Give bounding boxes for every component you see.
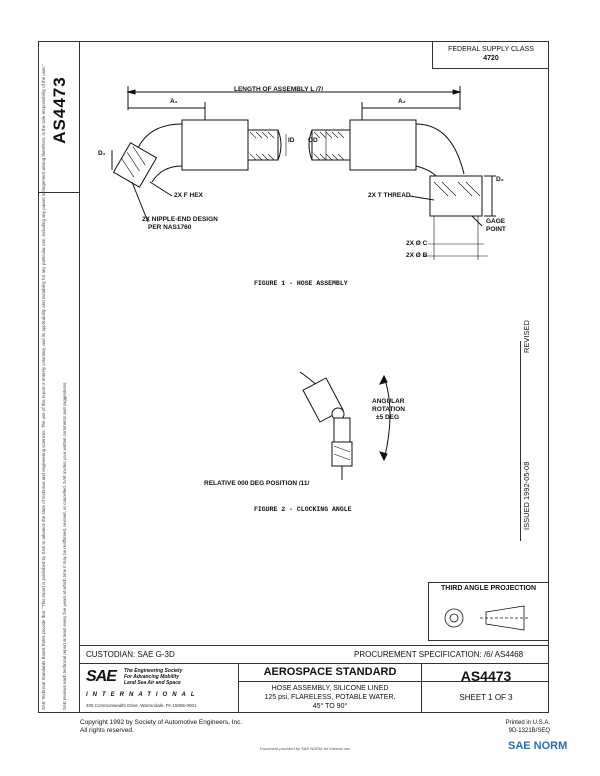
od-label: OD [308, 137, 318, 144]
rotation-label: ROTATION [372, 406, 405, 413]
revised-label: REVISED [522, 320, 531, 353]
legal-notice: SAE Technical Standards Board Rules prov… [41, 64, 46, 710]
sae-tagline-line: For Advancing Mobility [124, 674, 180, 680]
standard-title: AEROSPACE STANDARD [263, 666, 397, 678]
issued-label: ISSUED 1992-05-08 [522, 461, 531, 530]
figure1-caption: FIGURE 1 - HOSE ASSEMBLY [254, 280, 348, 287]
printed-line: Printed in U.S.A. [505, 720, 550, 726]
nipple-label-2: PER NAS1760 [148, 224, 192, 231]
part-title-line: HOSE ASSEMBLY, SILICONE LINED [271, 685, 389, 692]
document-number-title: AS4473 [460, 668, 512, 684]
a1-label: A₁ [170, 98, 178, 105]
title-block-divider [421, 663, 422, 713]
federal-supply-class-label: FEDERAL SUPPLY CLASS [448, 46, 534, 53]
gage-label: GAGE [486, 218, 506, 225]
document-number: AS4473 [50, 76, 69, 144]
d1-label: D₁ [98, 150, 106, 157]
title-block [80, 645, 549, 713]
procurement-specification: PROCUREMENT SPECIFICATION: /6/ AS4468 [354, 650, 524, 659]
sheet-number: SHEET 1 OF 3 [459, 693, 513, 702]
copyright: Copyright 1992 by Society of Automotive … [80, 719, 242, 735]
title-block-divider [238, 663, 239, 713]
federal-supply-class: FEDERAL SUPPLY CLASS 4720 [432, 41, 549, 69]
length-label: LENGTH OF ASSEMBLY L /7/ [234, 86, 324, 93]
third-angle-symbol [444, 605, 530, 631]
third-angle-box [428, 582, 549, 641]
part-title: HOSE ASSEMBLY, SILICONE LINED 125 psi, F… [240, 684, 420, 711]
left-strip [38, 41, 80, 713]
document-number-box [38, 41, 80, 193]
printed-info: Printed in U.S.A. 9D-1321B/SEQ [470, 719, 550, 735]
nipple-label: 2X NIPPLE-END DESIGN [142, 216, 218, 223]
part-title-line: 125 psi, FLARELESS, POTABLE WATER, [264, 694, 396, 701]
thread-label: 2X T THREAD [368, 192, 411, 199]
sae-tagline-line: The Engineering Society [124, 668, 183, 674]
title-block-divider [238, 681, 549, 682]
right-rule [520, 341, 521, 541]
printed-line: 9D-1321B/SEQ [508, 728, 550, 734]
tolerance-label: ±5 DEG [376, 414, 400, 421]
third-angle-label: THIRD ANGLE PROJECTION [440, 585, 537, 592]
figure1-drawing [111, 86, 496, 260]
title-block-divider [80, 663, 549, 664]
footer-notice: Document provided by SAE NORM for intern… [260, 746, 351, 751]
sae-address: 400 Commonwealth Drive, Warrendale, PA 1… [86, 703, 197, 708]
id-label: ID [288, 137, 295, 144]
angular-label: ANGULAR [372, 398, 405, 405]
custodian: CUSTODIAN: SAE G-3D [86, 650, 175, 659]
a2-label: A₂ [398, 98, 406, 105]
relative-label: RELATIVE 000 DEG POSITION /11/ [204, 480, 310, 487]
page-frame [38, 41, 549, 713]
sae-tagline: The Engineering Society For Advancing Mo… [124, 668, 224, 686]
copyright-line: All rights reserved. [80, 727, 134, 734]
figure2-drawing [299, 371, 391, 480]
gage-label-2: POINT [486, 226, 506, 233]
sae-norm-logo: SAE NORM [508, 740, 568, 752]
c-label: 2X Ø C [406, 240, 428, 247]
b-label: 2X Ø B [406, 252, 428, 259]
sae-international: INTERNATIONAL [86, 692, 200, 698]
part-title-line: 45° TO 90° [312, 703, 348, 710]
copyright-line: Copyright 1992 by Society of Automotive … [80, 719, 243, 726]
sae-tagline-line: Land Sea Air and Space [124, 680, 181, 686]
d2-label: D₂ [496, 176, 504, 183]
sae-logo: SAE [86, 668, 117, 685]
figure2-caption: FIGURE 2 - CLOCKING ANGLE [254, 506, 352, 513]
hex-label: 2X F HEX [174, 192, 203, 199]
review-notice: SAE reviews each technical report at lea… [62, 381, 67, 710]
federal-supply-class-value: 4720 [483, 55, 499, 62]
